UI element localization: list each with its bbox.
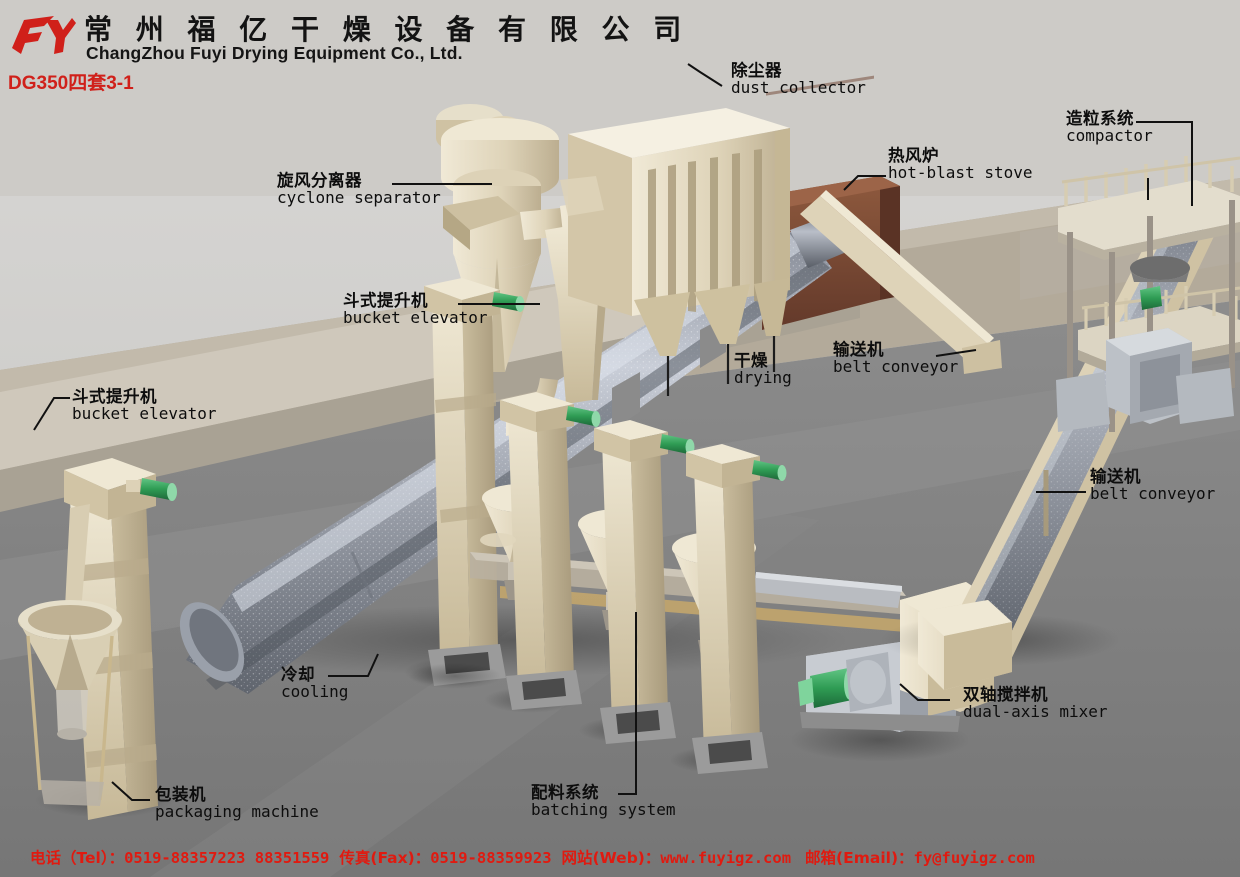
contact-footer: 电话（Tel）：0519-88357223 88351559 传真(Fax)：05… <box>0 837 1240 877</box>
callout-dual-axis-mixer-en: dual-axis mixer <box>963 702 1108 722</box>
batch-elevator-4 <box>686 444 787 774</box>
cyclone-separator-unit <box>436 104 566 372</box>
callout-belt-conveyor-right-en: belt conveyor <box>1090 484 1216 504</box>
callout-cyclone-separator-en: cyclone separator <box>277 188 441 208</box>
elevator-motor-left <box>126 478 177 501</box>
callout-belt-conveyor-top-cn: 输送机 <box>833 340 884 359</box>
callout-drying-en: drying <box>734 368 792 388</box>
contact-line: 电话（Tel）：0519-88357223 88351559 传真(Fax)：05… <box>30 846 1035 868</box>
callout-dual-axis-mixer-cn: 双轴搅拌机 <box>963 685 1048 704</box>
callout-bucket-elevator-left-en: bucket elevator <box>72 404 217 424</box>
dust-collector-unit <box>560 108 790 396</box>
callout-cyclone-separator-cn: 旋风分离器 <box>277 171 362 190</box>
stove-feed-conveyor <box>800 190 1002 374</box>
tel-value: 0519-88357223 88351559 <box>124 849 330 867</box>
callout-belt-conveyor-top-en: belt conveyor <box>833 357 959 377</box>
batch-elevator-3 <box>594 420 695 744</box>
callout-packaging-machine-en: packaging machine <box>155 802 319 822</box>
batch-hopper-1 <box>480 533 516 547</box>
email-label: 邮箱(Email)： <box>805 849 914 867</box>
compactor-unit <box>1056 156 1240 432</box>
callout-compactor-cn: 造粒系统 <box>1066 109 1134 128</box>
web-value[interactable]: www.fuyigz.com <box>660 849 792 867</box>
callout-cooling-cn: 冷却 <box>281 665 315 684</box>
callout-compactor-en: compactor <box>1066 126 1153 146</box>
callout-hot-blast-stove-en: hot-blast stove <box>888 163 1033 183</box>
callout-batching-system-cn: 配料系统 <box>531 783 599 802</box>
batch-elevator-2 <box>500 392 601 710</box>
brand-header: 常 州 福 亿 干 燥 设 备 有 限 公 司 ChangZhou Fuyi D… <box>0 0 1240 72</box>
callout-packaging-machine-cn: 包装机 <box>155 785 206 804</box>
tel-label: 电话（Tel）： <box>30 849 125 867</box>
batching-system-unit <box>409 392 906 774</box>
company-name-en: ChangZhou Fuyi Drying Equipment Co., Ltd… <box>86 43 463 63</box>
company-name-cn: 常 州 福 亿 干 燥 设 备 有 限 公 司 <box>84 13 689 46</box>
project-code: DG350四套3-1 <box>8 73 134 94</box>
callout-batching-system-en: batching system <box>531 800 676 820</box>
callout-hot-blast-stove-cn: 热风炉 <box>888 146 939 165</box>
callout-drying-cn: 干燥 <box>734 351 768 370</box>
email-value[interactable]: fy@fuyigz.com <box>913 849 1035 867</box>
callout-belt-conveyor-right-cn: 输送机 <box>1090 467 1141 486</box>
callout-cooling-en: cooling <box>281 682 349 702</box>
fax-value: 0519-88359923 <box>430 849 552 867</box>
packaging-machine-unit <box>18 600 122 806</box>
callout-bucket-elevator-left-cn: 斗式提升机 <box>72 387 157 406</box>
callout-dust-collector-en: dust collector <box>731 78 866 98</box>
callout-bucket-elevator-mid-cn: 斗式提升机 <box>343 291 428 310</box>
fax-label: 传真(Fax)： <box>339 849 431 867</box>
leader-lines <box>33 63 1193 801</box>
company-logo <box>12 16 76 54</box>
web-label: 网站(Web)： <box>561 849 661 867</box>
callout-dust-collector-cn: 除尘器 <box>731 61 782 80</box>
callout-bucket-elevator-mid-en: bucket elevator <box>343 308 488 328</box>
